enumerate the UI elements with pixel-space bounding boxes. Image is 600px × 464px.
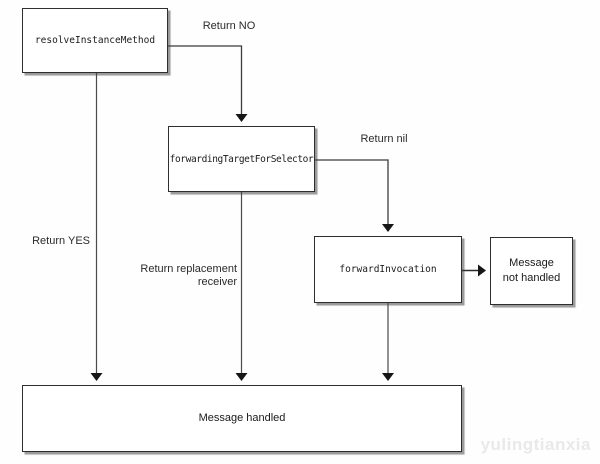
watermark: yulingtianxia (480, 435, 591, 454)
edge-label-return-replacement-receiver: Return replacement receiver (140, 263, 237, 288)
edge-label-return-yes: Return YES (32, 235, 90, 247)
node-forwarding-target-for-selector: forwardingTargetForSelector (168, 126, 315, 192)
edge-label-return-no: Return NO (202, 20, 256, 32)
node-message-not-handled: Message not handled (490, 237, 573, 305)
edge-label-return-nil: Return nil (360, 133, 408, 145)
edge-return-nil-arrow (315, 159, 394, 232)
node-resolve-instance-method: resolveInstanceMethod (22, 8, 168, 73)
edge-return-no-arrow (168, 45, 248, 122)
node-forward-invocation: forwardInvocation (314, 236, 462, 303)
node-message-handled: Message handled (22, 385, 462, 452)
